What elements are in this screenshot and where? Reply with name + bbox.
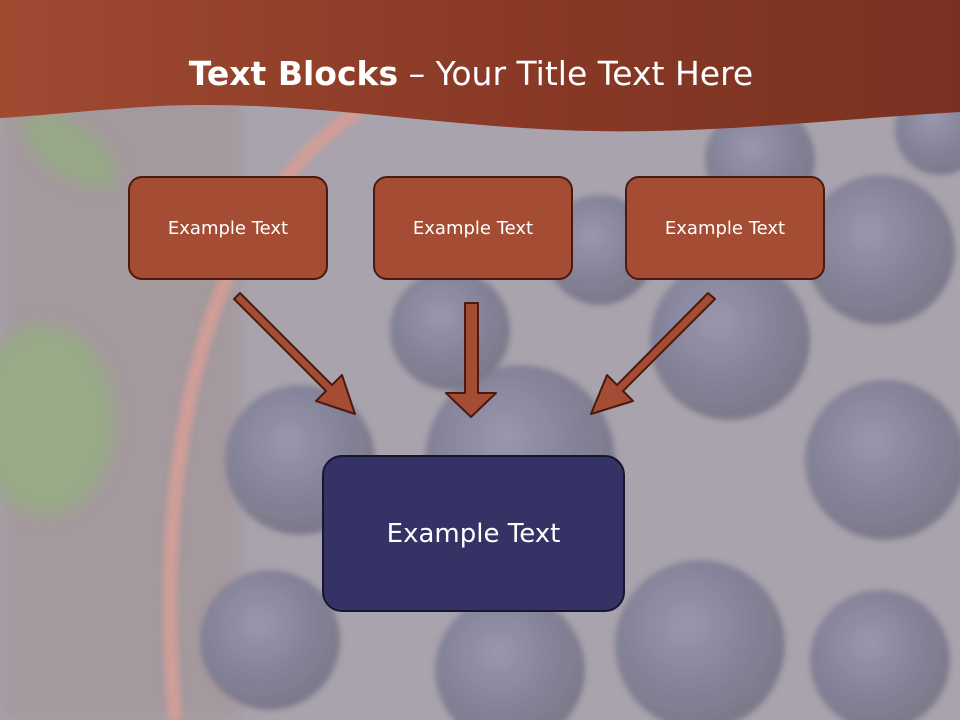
text-block-right: Example Text: [625, 176, 825, 280]
title-regular-part: – Your Title Text Here: [398, 54, 754, 93]
arrow-left-to-bottom: [233, 292, 356, 415]
slide-title: Text Blocks – Your Title Text Here: [0, 52, 942, 96]
arrow-center-to-bottom: [445, 302, 497, 418]
text-block-bottom: Example Text: [322, 455, 625, 612]
text-block-left: Example Text: [128, 176, 328, 280]
text-block-right-label: Example Text: [664, 217, 786, 239]
text-block-center-label: Example Text: [412, 217, 534, 239]
header-band: [0, 0, 960, 132]
text-block-bottom-label: Example Text: [386, 518, 561, 549]
text-block-left-label: Example Text: [167, 217, 289, 239]
arrow-right-to-bottom: [590, 292, 716, 415]
text-block-center: Example Text: [373, 176, 573, 280]
title-bold-part: Text Blocks: [188, 54, 399, 93]
